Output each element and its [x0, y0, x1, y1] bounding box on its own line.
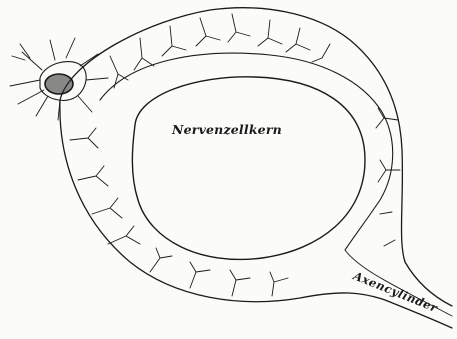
nucleus-outline — [132, 77, 365, 260]
nucleus-label: Nervenzellkern — [172, 122, 282, 137]
left-branches — [70, 128, 140, 244]
inner-cell-border — [100, 53, 393, 250]
right-branches — [376, 108, 400, 246]
outer-cell-membrane — [60, 8, 452, 306]
bottom-branches — [150, 248, 288, 296]
satellite-cell-nucleus — [45, 74, 73, 94]
top-branches — [110, 14, 330, 88]
